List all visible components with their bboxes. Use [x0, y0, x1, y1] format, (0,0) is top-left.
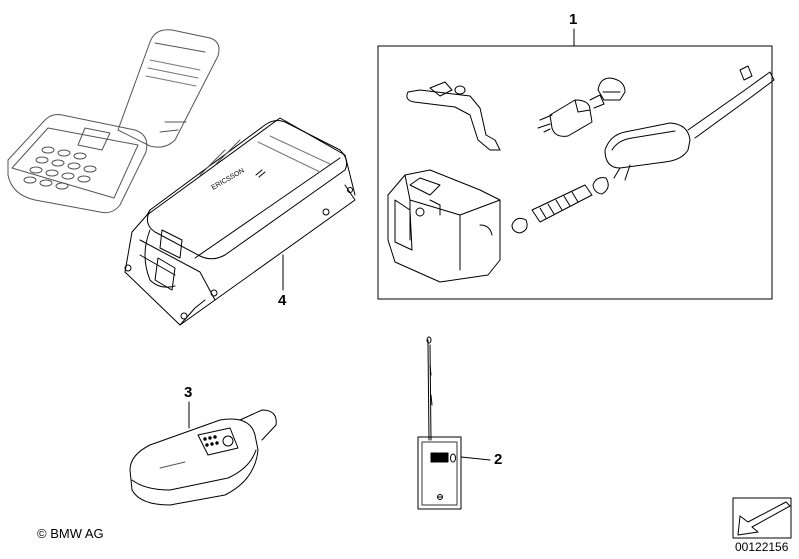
phone-handset-icon: [7, 29, 220, 214]
copyright-text: © BMW AG: [37, 526, 104, 541]
transceiver-brand-text: ERICSSON: [211, 167, 246, 191]
callout-3: 3: [184, 384, 193, 401]
navigation-arrow-icon: [732, 497, 792, 539]
remote-key-icon: [129, 409, 277, 506]
heater-kit-icon: [387, 65, 775, 283]
callout-1: 1: [569, 11, 578, 28]
transceiver-unit-icon: ERICSSON: [124, 117, 356, 326]
callout-4: 4: [278, 292, 287, 309]
callout-2: 2: [494, 451, 503, 468]
document-number: 00122156: [735, 540, 789, 554]
leader-line-2: [460, 456, 491, 461]
kit-frame: [377, 45, 773, 300]
handheld-radio-icon: [417, 336, 462, 510]
